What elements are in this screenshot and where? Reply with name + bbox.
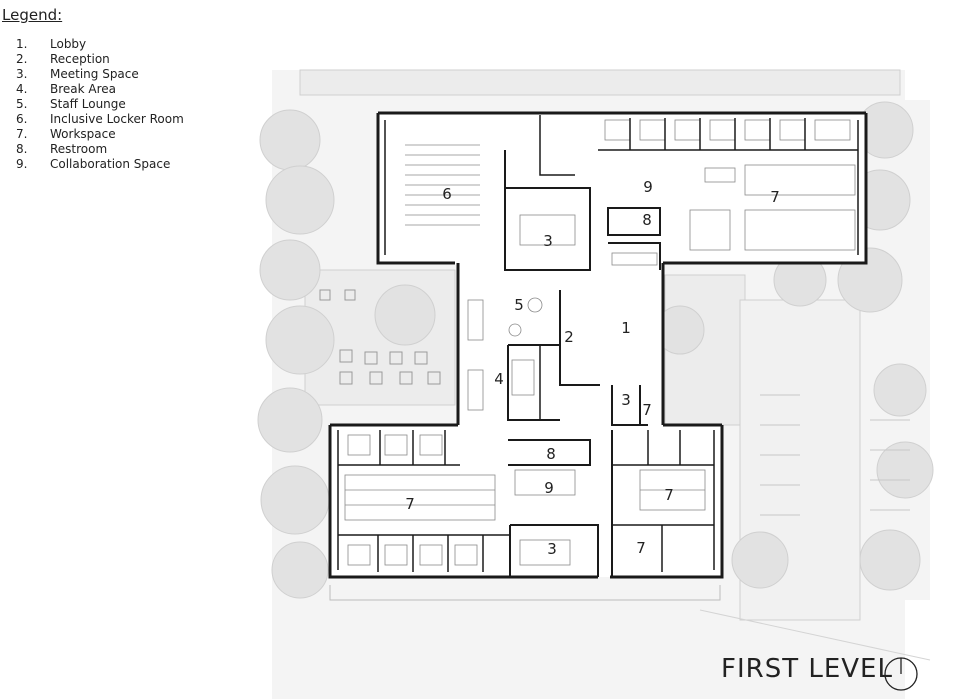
- legend-item-number: 5.: [16, 97, 28, 111]
- legend-item-label: Staff Lounge: [50, 97, 126, 111]
- legend-item-number: 6.: [16, 112, 28, 126]
- room-number-label: 9: [544, 479, 554, 497]
- room-number-label: 7: [664, 486, 674, 504]
- parking: [699, 394, 931, 661]
- legend-item-number: 7.: [16, 127, 28, 141]
- legend-item-label: Collaboration Space: [50, 157, 171, 171]
- room-number-label: 7: [770, 188, 780, 206]
- legend-item: 5. Staff Lounge: [2, 97, 232, 112]
- legend-item-number: 2.: [16, 52, 28, 66]
- legend-item-label: Meeting Space: [50, 67, 139, 81]
- walls: [328, 111, 868, 579]
- legend-item-label: Restroom: [50, 142, 108, 156]
- room-number-label: 7: [405, 495, 415, 513]
- room-number-label: 8: [642, 211, 652, 229]
- room-number-label: 4: [494, 370, 504, 388]
- legend-item: 3. Meeting Space: [2, 67, 232, 82]
- legend-title: Legend:: [2, 6, 63, 24]
- legend-item-number: 8.: [16, 142, 28, 156]
- legend-item-label: Workspace: [50, 127, 116, 141]
- legend-item: 4. Break Area: [2, 82, 232, 97]
- legend-item-label: Lobby: [50, 37, 87, 51]
- room-number-label: 8: [546, 445, 556, 463]
- legend-item: 9. Collaboration Space: [2, 157, 232, 172]
- legend-item: 8. Restroom: [2, 142, 232, 157]
- north-arrow-icon: [884, 657, 918, 691]
- legend-item-number: 9.: [16, 157, 28, 171]
- room-number-label: 2: [564, 328, 574, 346]
- legend-item-number: 1.: [16, 37, 28, 51]
- legend-list: 1. Lobby 2. Reception 3. Meeting Space 4. Break…: [2, 37, 232, 172]
- room-number-label: 6: [442, 185, 452, 203]
- furniture: [344, 119, 856, 566]
- legend-item-label: Inclusive Locker Room: [50, 112, 184, 126]
- legend-item-number: 4.: [16, 82, 28, 96]
- room-number-label: 3: [621, 391, 631, 409]
- legend-item: 2. Reception: [2, 52, 232, 67]
- room-number-label: 7: [636, 539, 646, 557]
- patio-furniture: [319, 289, 441, 385]
- legend-item: 7. Workspace: [2, 127, 232, 142]
- legend-item: 6. Inclusive Locker Room: [2, 112, 232, 127]
- room-number-label: 3: [547, 540, 557, 558]
- room-number-label: 7: [642, 401, 652, 419]
- legend-item-number: 3.: [16, 67, 28, 81]
- room-number-label: 3: [543, 232, 553, 250]
- room-number-label: 1: [621, 319, 631, 337]
- building-floor: [330, 113, 866, 577]
- level-title: FIRST LEVEL: [721, 654, 893, 684]
- legend-item-label: Break Area: [50, 82, 117, 96]
- room-number-label: 5: [514, 296, 524, 314]
- legend-item: 1. Lobby: [2, 37, 232, 52]
- legend: Legend: 1. Lobby 2. Reception 3. Meeting Spac…: [2, 6, 232, 172]
- room-number-label: 9: [643, 178, 653, 196]
- legend-item-label: Reception: [50, 52, 110, 66]
